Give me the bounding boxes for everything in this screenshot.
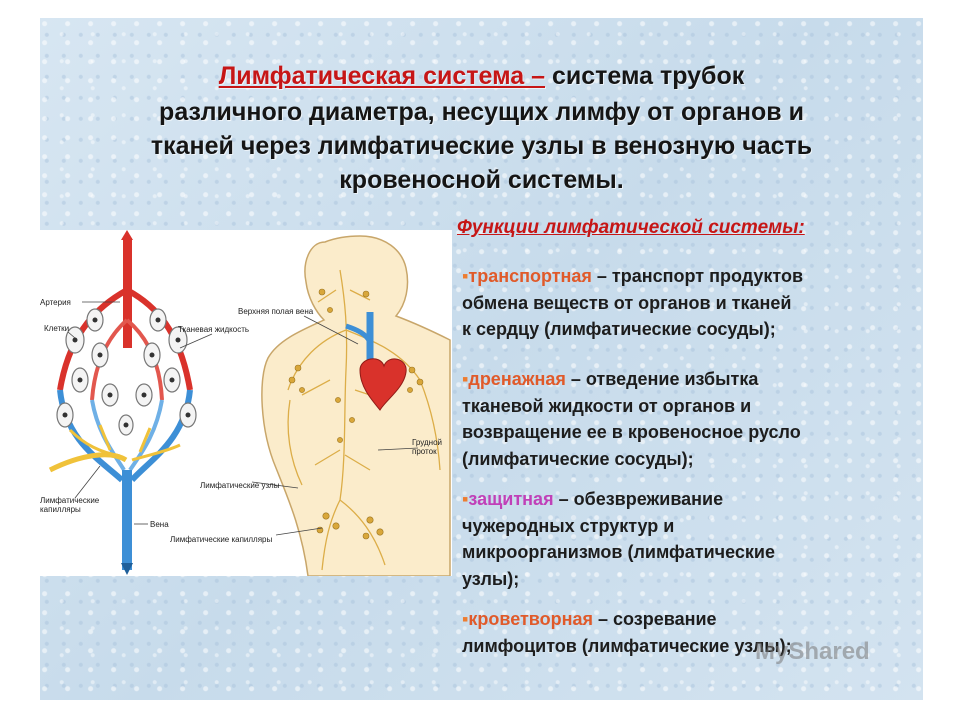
bullet-icon: ▪ — [462, 266, 469, 286]
label-tissue-fluid: Тканевая жидкость — [178, 325, 249, 334]
function-item-hematopoietic: ▪кроветворная – созревание лимфоцитов (л… — [462, 606, 792, 659]
function-item-head: ▪кроветворная – созревание — [462, 606, 792, 633]
label-superior-vena-cava: Верхняя полая вена — [238, 307, 314, 316]
function-line: узлы); — [462, 568, 520, 589]
label-cells: Клетки — [44, 324, 69, 333]
function-item-protective: ▪защитная – обезвреживание чужеродных ст… — [462, 486, 775, 592]
function-item-head: ▪дренажная – отведение избытка — [462, 366, 801, 393]
function-line: лимфоцитов (лимфатические узлы); — [462, 635, 792, 656]
function-term: защитная — [468, 489, 554, 509]
slide: Лимфатическая система – система трубок р… — [40, 18, 923, 700]
heading-line-1: Лимфатическая система – система трубок — [40, 62, 923, 91]
torso-diagram: Верхняя полая вена Грудной проток Лимфат… — [170, 235, 451, 576]
label-thoracic-duct-wrap: Грудной проток — [412, 438, 442, 456]
function-item-head: ▪защитная – обезвреживание — [462, 486, 775, 513]
function-term: дренажная — [468, 369, 566, 389]
bullet-icon: ▪ — [462, 369, 469, 389]
label-lymph-capillaries-left-wrap: Лимфатические капилляры — [40, 496, 100, 514]
label-lymph-nodes: Лимфатические узлы — [200, 481, 280, 490]
function-term: кроветворная — [468, 609, 594, 629]
watermark: MyShared — [755, 638, 870, 665]
function-item-transport: ▪транспортная – транспорт продуктов обме… — [462, 263, 803, 343]
heading-line-2: различного диаметра, несущих лимфу от ор… — [159, 98, 804, 126]
heading-line-1-rest: система трубок — [545, 62, 745, 90]
function-term: транспортная — [468, 266, 592, 286]
function-dash-text: – созревание — [593, 609, 717, 629]
function-line: тканевой жидкости от органов и — [462, 395, 752, 416]
label-thoracic-duct: Грудной проток — [412, 438, 442, 456]
function-dash-text: – транспорт продуктов — [591, 266, 804, 286]
function-item-drainage: ▪дренажная – отведение избытка тканевой … — [462, 366, 801, 472]
function-dash-text: – отведение избытка — [565, 369, 759, 389]
function-line: микроорганизмов (лимфатические — [462, 542, 775, 562]
function-line: чужеродных структур и — [462, 515, 675, 536]
label-vein: Вена — [150, 520, 169, 529]
function-line: обмена веществ от органов и тканей — [462, 292, 792, 313]
heading-highlight: Лимфатическая система – — [218, 62, 546, 90]
bullet-icon: ▪ — [462, 489, 469, 509]
capillary-bed-diagram: Артерия Клетки Тканевая жидкость Лимфати… — [40, 230, 249, 575]
label-lymph-capillaries: Лимфатические капилляры — [170, 535, 273, 544]
heading-line-3: тканей через лимфатические узлы в венозн… — [150, 132, 813, 160]
heading-line-4: кровеносной системы. — [339, 166, 624, 194]
function-line: возвращение ее в кровеносное русло — [462, 422, 801, 442]
functions-title: Функции лимфатической системы: — [457, 217, 805, 238]
label-lymph-capillaries-left: Лимфатические капилляры — [40, 496, 100, 514]
bullet-icon: ▪ — [462, 609, 469, 629]
function-line: (лимфатические сосуды); — [462, 448, 694, 469]
function-item-head: ▪транспортная – транспорт продуктов — [462, 263, 803, 290]
function-line: к сердцу (лимфатические сосуды); — [462, 319, 776, 339]
lymphatic-system-illustration: Артерия Клетки Тканевая жидкость Лимфати… — [40, 230, 452, 576]
function-dash-text: – обезвреживание — [553, 489, 724, 509]
label-artery: Артерия — [40, 298, 71, 307]
